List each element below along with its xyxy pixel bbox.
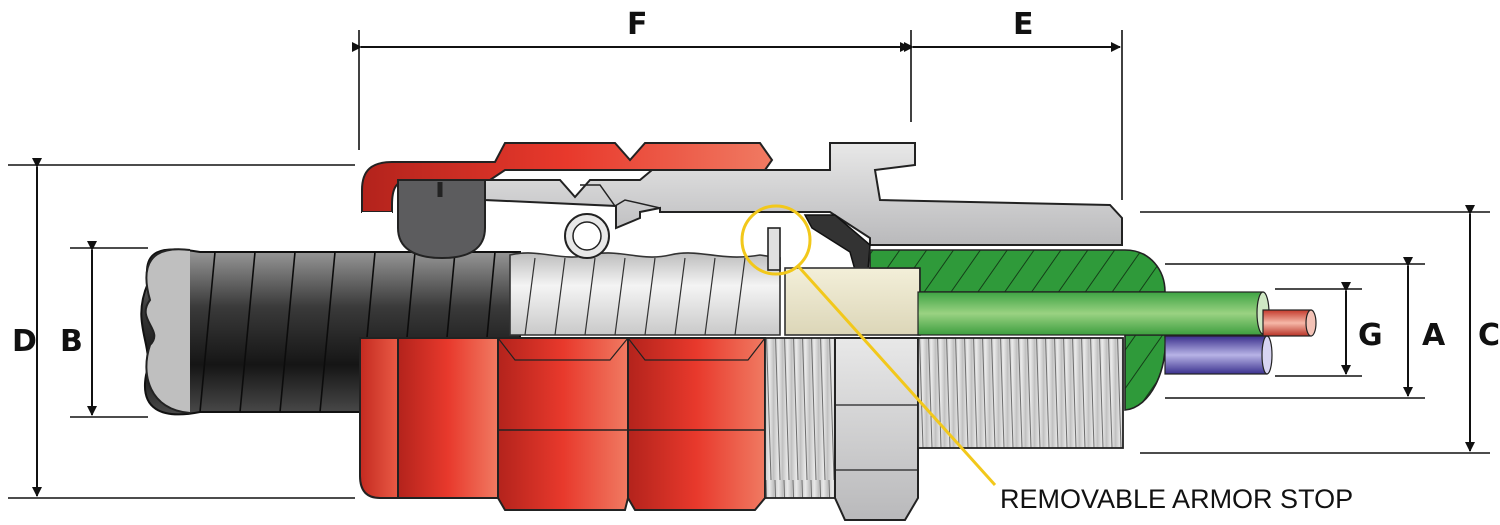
green-seal — [869, 249, 1167, 411]
gray-body-top — [484, 142, 1123, 246]
armor-stop-callout-label: REMOVABLE ARMOR STOP — [1000, 484, 1353, 514]
dimension-arrows — [32, 42, 1475, 497]
dimension-label-b: B — [60, 324, 83, 359]
clamp-ring — [564, 213, 610, 259]
dimension-label-g: G — [1358, 318, 1383, 353]
thread-section-1 — [764, 337, 836, 499]
armor-silver-section — [509, 252, 781, 336]
dimension-label-f: F — [627, 7, 648, 42]
armor-stop-callout — [740, 204, 997, 487]
gray-hex-bottom — [834, 337, 919, 521]
dimension-label-a: A — [1422, 318, 1446, 353]
beige-bushing — [784, 267, 921, 336]
thread-section-2 — [917, 337, 1124, 449]
red-cap-top — [361, 142, 774, 250]
dimension-label-c: C — [1478, 318, 1500, 353]
dimension-label-d: D — [12, 324, 37, 359]
dark-seal-ring — [397, 179, 486, 260]
armor-stop-plate — [767, 227, 781, 271]
red-nut-bottom — [359, 337, 766, 511]
conductor-red — [1262, 309, 1317, 337]
conductor-sheath-green — [917, 291, 1270, 336]
dimension-label-e: E — [1013, 7, 1034, 42]
conductor-blue — [1164, 335, 1273, 375]
